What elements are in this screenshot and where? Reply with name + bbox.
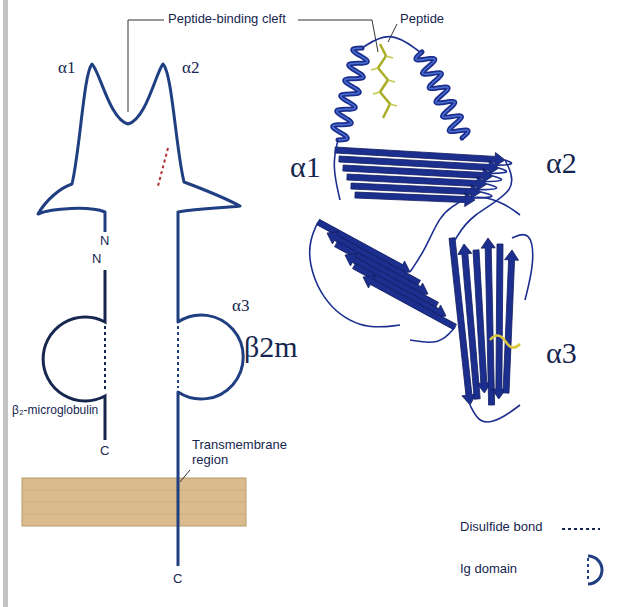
legend-ig-domain-sample <box>588 556 602 584</box>
membrane-texture-line <box>22 514 246 515</box>
loop-segment <box>362 37 420 52</box>
membrane-texture-line <box>22 502 246 503</box>
terminus-label: C <box>173 572 182 587</box>
terminus-label: N <box>92 252 101 267</box>
chain-label: β₂-microglobulin <box>12 404 102 418</box>
beta-strand <box>353 263 446 317</box>
leader-line <box>128 20 164 112</box>
peptide-side-chain <box>373 92 380 94</box>
alpha-helix <box>333 48 368 140</box>
leader-line <box>298 20 378 52</box>
loop-segment <box>343 168 506 173</box>
loop-segment <box>339 159 512 165</box>
domain-label: α2 <box>182 58 199 78</box>
beta-strand <box>503 250 519 393</box>
disulfide-bond <box>104 326 106 392</box>
membrane-band <box>22 478 246 526</box>
alpha-helix-highlight <box>416 52 468 138</box>
terminus-label: C <box>100 444 109 459</box>
ribbon-structure <box>310 37 533 422</box>
terminus-label: N <box>100 234 109 249</box>
loop-segment <box>455 160 512 240</box>
loop-segment <box>334 140 340 200</box>
membrane-texture-line <box>22 490 246 491</box>
leader-line <box>180 470 190 482</box>
domain-label: α3 <box>546 336 577 371</box>
loop-segment <box>410 327 455 342</box>
beta-strand <box>345 254 438 308</box>
peptide-side-chain <box>390 104 397 106</box>
region-label: Transmembrane region <box>192 438 292 468</box>
loop-segment <box>410 205 455 272</box>
disulfide-bond <box>158 148 168 186</box>
alpha-helix <box>416 52 468 138</box>
peptide-side-chain <box>388 80 395 82</box>
peptide-side-chain <box>371 68 378 70</box>
page-edge-bar <box>3 0 8 607</box>
domain-label: β2m <box>244 330 298 365</box>
loop-segment <box>310 222 400 327</box>
domain-label: α3 <box>232 296 249 316</box>
beta-strand <box>363 276 456 330</box>
leader-line <box>388 24 397 42</box>
loop-segment <box>347 176 502 182</box>
peptide-chain <box>378 44 390 118</box>
legend-text: Disulfide bond <box>460 520 542 535</box>
disulfide-bond <box>490 335 520 347</box>
peptide-side-chain <box>386 56 393 58</box>
legend-text: Ig domain <box>460 562 517 577</box>
legend-ig-domain-sample <box>587 558 589 582</box>
peptide-label: Peptide <box>400 12 444 27</box>
domain-label: α1 <box>290 150 321 185</box>
loop-segment <box>512 234 533 300</box>
legend-disulfide-sample <box>562 528 600 530</box>
cleft-label: Peptide-binding cleft <box>168 12 286 27</box>
disulfide-bond <box>177 326 179 388</box>
heavy-chain <box>38 64 243 566</box>
beta-strand <box>481 238 495 405</box>
domain-label: α1 <box>58 58 75 78</box>
domain-label: α2 <box>546 146 577 181</box>
membrane-texture <box>22 490 246 514</box>
alpha-helix-highlight <box>333 48 368 140</box>
loop-segment <box>470 405 520 422</box>
loop-segment <box>351 184 497 190</box>
